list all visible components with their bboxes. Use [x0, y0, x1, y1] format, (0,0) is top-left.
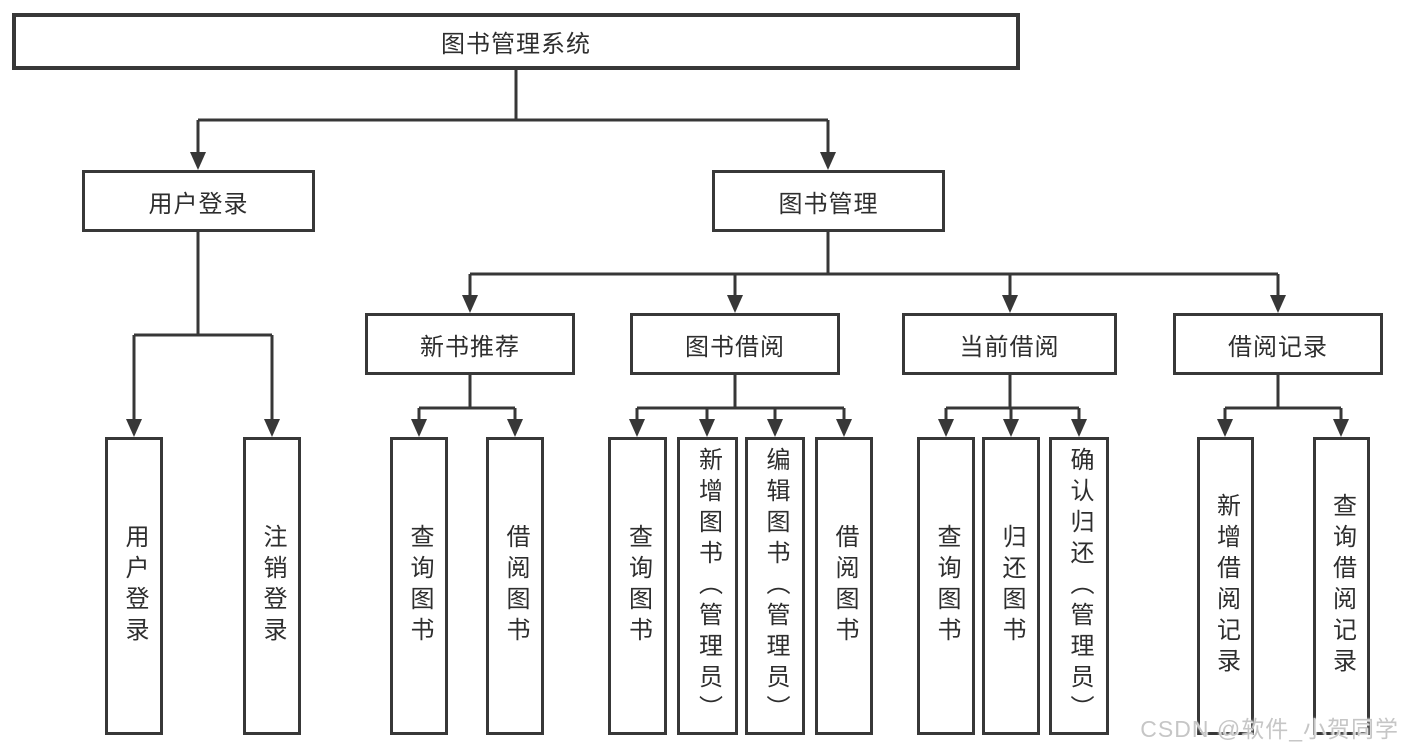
leaf-borrow-books-borrowing: 借阅图书: [815, 437, 873, 735]
node-label: 图书管理系统: [441, 31, 591, 58]
node-label: 注销登录: [259, 524, 286, 648]
node-label: 借阅图书: [502, 524, 529, 648]
node-label: 查询图书: [624, 524, 652, 648]
leaf-edit-book-admin: 编辑图书（管理员）: [745, 437, 805, 735]
node-label: 确认归还（管理员）: [1066, 446, 1093, 726]
node-user-login: 用户登录: [82, 170, 315, 232]
node-label: 新增图书（管理员）: [694, 446, 722, 726]
node-label: 用户登录: [148, 190, 249, 218]
leaf-return-books: 归还图书: [982, 437, 1040, 735]
node-library-management-system: 图书管理系统: [12, 13, 1020, 70]
leaf-search-borrow-record: 查询借阅记录: [1313, 437, 1370, 735]
node-label: 新增借阅记录: [1212, 493, 1240, 679]
node-label: 新书推荐: [420, 333, 520, 361]
leaf-user-login: 用户登录: [105, 437, 163, 735]
node-label: 用户登录: [121, 524, 148, 648]
leaf-add-borrow-record: 新增借阅记录: [1197, 437, 1254, 735]
leaf-logout: 注销登录: [243, 437, 301, 735]
leaf-confirm-return-admin: 确认归还（管理员）: [1049, 437, 1109, 735]
connector-strokes: [132, 70, 1343, 419]
leaf-add-book-admin: 新增图书（管理员）: [677, 437, 738, 735]
node-new-book-recommendation: 新书推荐: [365, 313, 575, 375]
arrowheads: [126, 152, 1349, 437]
node-label: 图书借阅: [685, 333, 785, 361]
node-label: 查询借阅记录: [1328, 493, 1356, 679]
node-label: 图书管理: [778, 190, 879, 218]
node-label: 查询图书: [933, 524, 960, 648]
leaf-search-books-borrowing: 查询图书: [608, 437, 667, 735]
node-label: 借阅记录: [1228, 333, 1328, 361]
leaf-search-books-current: 查询图书: [917, 437, 975, 735]
leaf-search-books-recommend: 查询图书: [390, 437, 448, 735]
csdn-watermark: CSDN @软件_小贺同学: [1140, 716, 1399, 742]
node-label: 归还图书: [998, 524, 1025, 648]
node-label: 编辑图书（管理员）: [762, 446, 789, 726]
leaf-borrow-books-recommend: 借阅图书: [486, 437, 544, 735]
node-current-borrowing: 当前借阅: [902, 313, 1117, 375]
node-label: 查询图书: [406, 524, 433, 648]
node-borrowing-records: 借阅记录: [1173, 313, 1383, 375]
node-book-management: 图书管理: [712, 170, 945, 232]
node-book-borrowing: 图书借阅: [630, 313, 840, 375]
node-label: 当前借阅: [959, 333, 1060, 361]
node-label: 借阅图书: [831, 524, 858, 648]
